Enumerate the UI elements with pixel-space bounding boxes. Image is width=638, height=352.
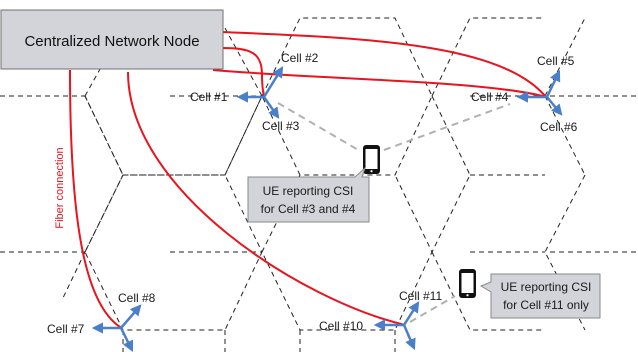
cell-7-label: Cell #7 [47, 322, 85, 336]
fiber-to-cell-1 [221, 47, 265, 98]
fiber-to-cell-7 [69, 69, 121, 328]
cell-1-label: Cell #1 [190, 90, 228, 104]
cell-3-label: Cell #3 [262, 119, 300, 133]
callout-1-line-2: for Cell #3 and #4 [261, 202, 356, 216]
fiber-connections [69, 31, 548, 328]
fiber-connection-label: Fiber connection [54, 147, 66, 228]
callout-1-line-1: UE reporting CSI [263, 184, 354, 198]
cell-arrows [91, 66, 563, 352]
cell-5-label: Cell #5 [537, 54, 575, 68]
cell-4-label: Cell #4 [471, 90, 509, 104]
callout-2-line-2: for Cell #11 only [503, 298, 589, 312]
smartphone-icon [459, 269, 476, 298]
ue-callout-cell-11: UE reporting CSI for Cell #11 only [479, 273, 601, 319]
cell-11-label: Cell #11 [399, 289, 442, 303]
cell-8-label: Cell #8 [118, 291, 156, 305]
ue-callout-cell-3-4: UE reporting CSI for Cell #3 and #4 [247, 166, 370, 223]
smartphone-icon [363, 145, 380, 174]
cell-2-label: Cell #2 [281, 51, 319, 65]
fiber-to-cell-6 [212, 69, 548, 98]
fiber-to-cell-10 [127, 71, 406, 326]
cell-10-label: Cell #10 [319, 319, 363, 333]
ue-links [277, 102, 511, 323]
cell-6-label: Cell #6 [540, 120, 578, 134]
fiber-to-cell-5 [221, 31, 547, 98]
node-label: Centralized Network Node [24, 33, 199, 50]
centralized-network-node: Centralized Network Node [0, 9, 224, 70]
callout-2-line-1: UE reporting CSI [501, 280, 592, 294]
